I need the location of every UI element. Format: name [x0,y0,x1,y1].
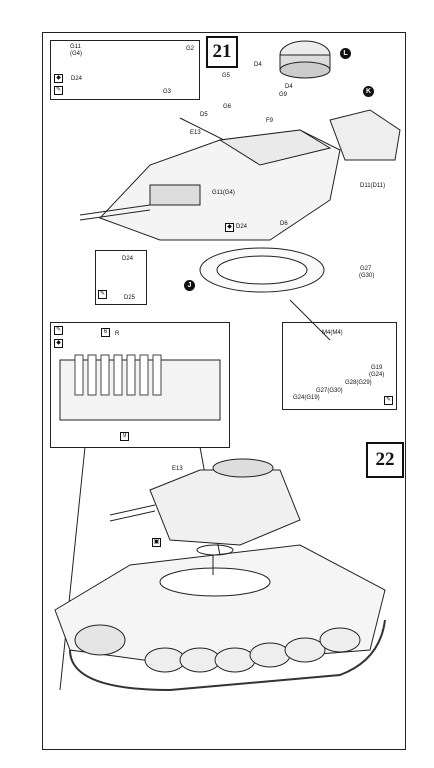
part-label-g11: G11 [70,44,81,50]
part-label-g27: G27 [360,266,372,272]
part-label-g6: G6 [223,104,232,110]
part-label-m4: M4(M4) [322,330,343,336]
brush-icon: ✎ [98,290,107,299]
part-label-r: R [115,331,120,337]
part-label-e13: E13 [190,130,201,136]
detail-box-tracks [50,322,230,448]
part-label-d4: D4 [254,62,262,68]
part-label-d25: D25 [124,295,136,301]
part-label-g5: G5 [222,73,231,79]
part-label-g11-g4: G11(G4) [212,190,235,196]
glue-icon: ◆ [54,339,63,348]
instruction-page-frame [42,32,406,750]
part-label-d5: D5 [200,112,208,118]
part-label-g24-g19: G24(G19) [293,395,320,401]
brush-icon: ✎ [54,86,63,95]
part-label-g24: (G24) [369,372,385,378]
part-label-d4-b: D4 [285,84,293,90]
part-label-e13-b: E13 [172,466,183,472]
part-label-g2: G2 [186,46,195,52]
part-label-f9: F9 [266,118,274,124]
detail-box-g11 [50,40,200,100]
step-number-21: 21 [206,36,238,68]
part-label-g3: G3 [163,89,172,95]
callout-J: J [184,280,195,291]
part-label-d24: D24 [71,76,83,82]
brush-icon: ✎ [384,396,393,405]
part-label-d24-c: D24 [122,256,134,262]
step-number-22: 22 [366,442,404,478]
decal-icon: ▣ [152,538,161,547]
part-label-6: 6 [101,328,110,337]
part-label-g9: G9 [279,92,288,98]
brush-icon: ✎ [54,326,63,335]
glue-icon: ◆ [54,74,63,83]
callout-K: K [363,86,374,97]
glue-icon: ◆ [225,223,234,232]
part-label-g27-g30: G27(G30) [316,388,343,394]
part-label-9: 9 [120,432,129,441]
part-label-d24-b: D24 [236,224,248,230]
part-label-g30: (G30) [359,273,375,279]
part-label-d11: D11(D11) [360,183,386,189]
part-label-g4: (G4) [70,51,82,57]
part-label-g28: G28(G29) [345,380,372,386]
callout-L: L [340,48,351,59]
part-label-g19: G19 [371,365,383,371]
part-label-d6: D6 [280,221,288,227]
detail-box-m4 [282,322,397,410]
